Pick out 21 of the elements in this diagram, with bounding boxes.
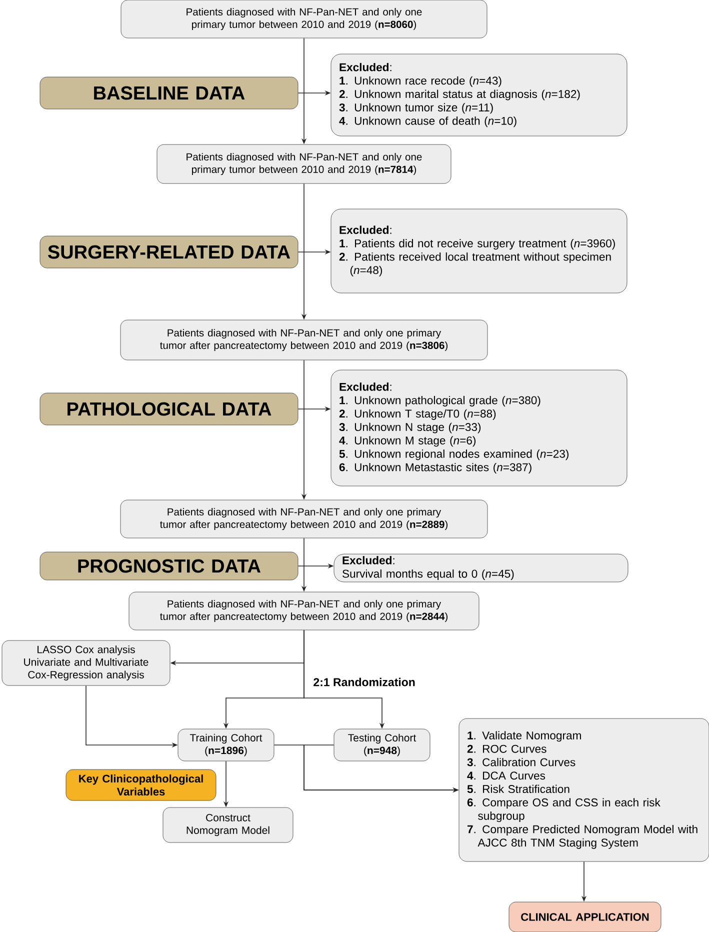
process-box: Patients diagnosed with NF-Pan-NET and only one primary tumor after pancreatectomy between 2010 and 2019 (n=2889) [120, 500, 488, 538]
process-box: Patients diagnosed with NF-Pan-NET and only one primary tumor after pancreatectomy between 2010 and 2019 (n=2844) [128, 592, 480, 630]
process-box: LASSO Cox analysis Univariate and Multivariate Cox-Regression analysis [2, 640, 170, 686]
exclusion-box: Excluded: Survival months equal to 0 (n=45) [334, 554, 628, 582]
process-box: Patients diagnosed with NF-Pan-NET and only one primary tumor between 2010 and 2019 (n=8060) [120, 0, 488, 38]
exclusion-box: Excluded: 1. Patients did not receive surgery treatment (n=3960) 2. Patients received local treatment without specimen (n=48) [330, 208, 628, 294]
highlight-box: Key Clinicopathological Variables [66, 769, 216, 801]
process-box: Patients diagnosed with NF-Pan-NET and only one primary tumor between 2010 and 2019 (n=7814) [156, 144, 452, 184]
section-header: SURGERY-RELATED DATA [40, 236, 298, 268]
process-box: Construct Nomogram Model [162, 807, 294, 843]
section-header: PROGNOSTIC DATA [40, 552, 298, 580]
process-box: Patients diagnosed with NF-Pan-NET and only one primary tumor after pancreatectomy between 2010 and 2019 (n=3806) [120, 320, 488, 360]
section-header: PATHOLOGICAL DATA [40, 392, 298, 426]
section-header: BASELINE DATA [40, 76, 298, 110]
exclusion-box: Excluded: 1. Unknown race recode (n=43) 2. Unknown marital status at diagnosis (n=182) 3. Unknown tumor size (n=11) 4. Unknown cause of death (n=10) [330, 54, 628, 136]
note-text: 2:1 Randomization [314, 678, 415, 686]
process-box: Testing Cohort (n=948) [334, 728, 430, 762]
result-box: CLINICAL APPLICATION [508, 902, 662, 932]
outcome-list-box: 1. Validate Nomogram 2. ROC Curves 3. Calibration Curves 4. DCA Curves 5. Risk Stratification 6. Compare OS and CSS in each risk subgroup 7. Compare Predicted Nomogram Model with AJCC 8th TNM Staging System [458, 718, 709, 862]
process-box: Training Cohort (n=1896) [178, 728, 274, 762]
exclusion-box: Excluded: 1. Unknown pathological grade (n=380) 2. Unknown T stage/T0 (n=88) 3. Unknown N stage (n=33) 4. Unknown M stage (n=6) 5. Unknown regional nodes examined (n=23) 6. Unknown Metastastic sites (n=387) [330, 370, 628, 486]
